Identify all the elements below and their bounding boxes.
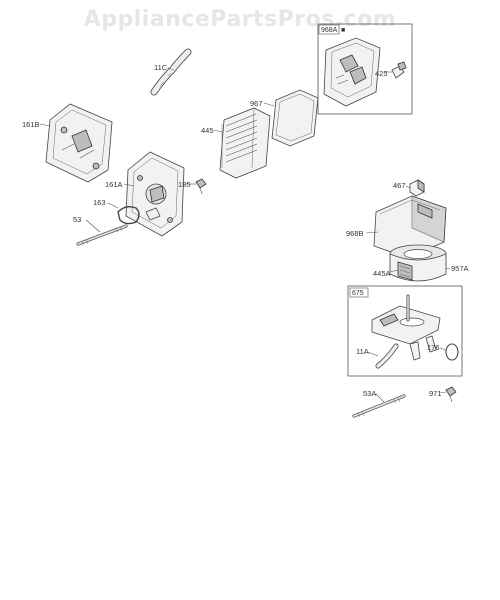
leader-176 bbox=[439, 347, 447, 351]
air-filter-445a bbox=[389, 244, 447, 282]
leader-11a bbox=[367, 351, 379, 357]
screw-185 bbox=[195, 178, 207, 195]
callout-425: 425 bbox=[375, 69, 388, 78]
callout-176: 176 bbox=[427, 343, 440, 352]
air-cleaner-base-675 bbox=[371, 294, 441, 361]
kit-box-968a-marker: ■ bbox=[341, 27, 345, 34]
leader-968b bbox=[365, 231, 379, 234]
callout-971: 971 bbox=[429, 389, 442, 398]
callout-445a: 445A bbox=[373, 269, 391, 278]
callout-161b: 161B bbox=[22, 120, 40, 129]
kit-box-968a-tag bbox=[318, 24, 340, 35]
callout-467: 467 bbox=[393, 181, 406, 190]
callout-967: 967 bbox=[250, 99, 263, 108]
gasket-163 bbox=[117, 205, 140, 225]
kit-box-675-frame bbox=[347, 285, 463, 377]
callout-11c: 11C bbox=[154, 63, 168, 72]
valve-cover-161b bbox=[45, 103, 113, 183]
leader-161b bbox=[39, 123, 51, 127]
valve-cover-161a bbox=[125, 151, 185, 237]
leader-445 bbox=[213, 129, 223, 133]
leader-53a bbox=[375, 393, 385, 403]
stud-53 bbox=[76, 224, 128, 246]
leader-957a bbox=[445, 267, 451, 270]
callout-161a: 161A bbox=[105, 180, 123, 189]
stud-53a bbox=[352, 394, 406, 418]
knob-425 bbox=[391, 61, 407, 79]
leader-445a bbox=[389, 269, 399, 273]
breather-tube-11c bbox=[150, 48, 192, 96]
callout-185: 185 bbox=[178, 180, 191, 189]
callout-163: 163 bbox=[93, 198, 106, 207]
callout-957a: 957A bbox=[451, 264, 469, 273]
air-cleaner-cover-968b bbox=[373, 195, 447, 259]
knob-467 bbox=[409, 179, 425, 197]
callout-445: 445 bbox=[201, 126, 214, 135]
kit-box-968a: 968A ■ 425 bbox=[317, 23, 413, 115]
kit-box-968a-frame bbox=[317, 23, 413, 115]
leader-11c bbox=[167, 67, 175, 71]
kit-box-675-tag bbox=[349, 287, 369, 298]
air-filter-445 bbox=[219, 107, 271, 179]
leader-161a bbox=[123, 183, 135, 187]
pre-cleaner-967 bbox=[271, 89, 319, 147]
kit-box-968a-label: 968A bbox=[321, 27, 338, 34]
leader-163 bbox=[107, 202, 119, 209]
callout-11a: 11A bbox=[356, 347, 369, 356]
callout-53: 53 bbox=[73, 215, 81, 224]
leader-53 bbox=[85, 219, 101, 233]
screw-971 bbox=[445, 386, 457, 403]
o-ring-176 bbox=[445, 343, 459, 361]
kit-box-675-label: 675 bbox=[352, 290, 364, 297]
leader-971 bbox=[439, 391, 447, 394]
leader-467 bbox=[405, 185, 411, 189]
breather-tube-11a bbox=[375, 343, 399, 369]
kit-box-675: 675 11A 176 bbox=[347, 285, 463, 377]
watermark-logo: AppliancePartsPros.com bbox=[84, 7, 397, 32]
callout-53a: 53A bbox=[363, 389, 376, 398]
callout-968b: 968B bbox=[346, 229, 364, 238]
air-cleaner-cover-968a bbox=[323, 37, 381, 107]
leader-967 bbox=[263, 102, 275, 107]
